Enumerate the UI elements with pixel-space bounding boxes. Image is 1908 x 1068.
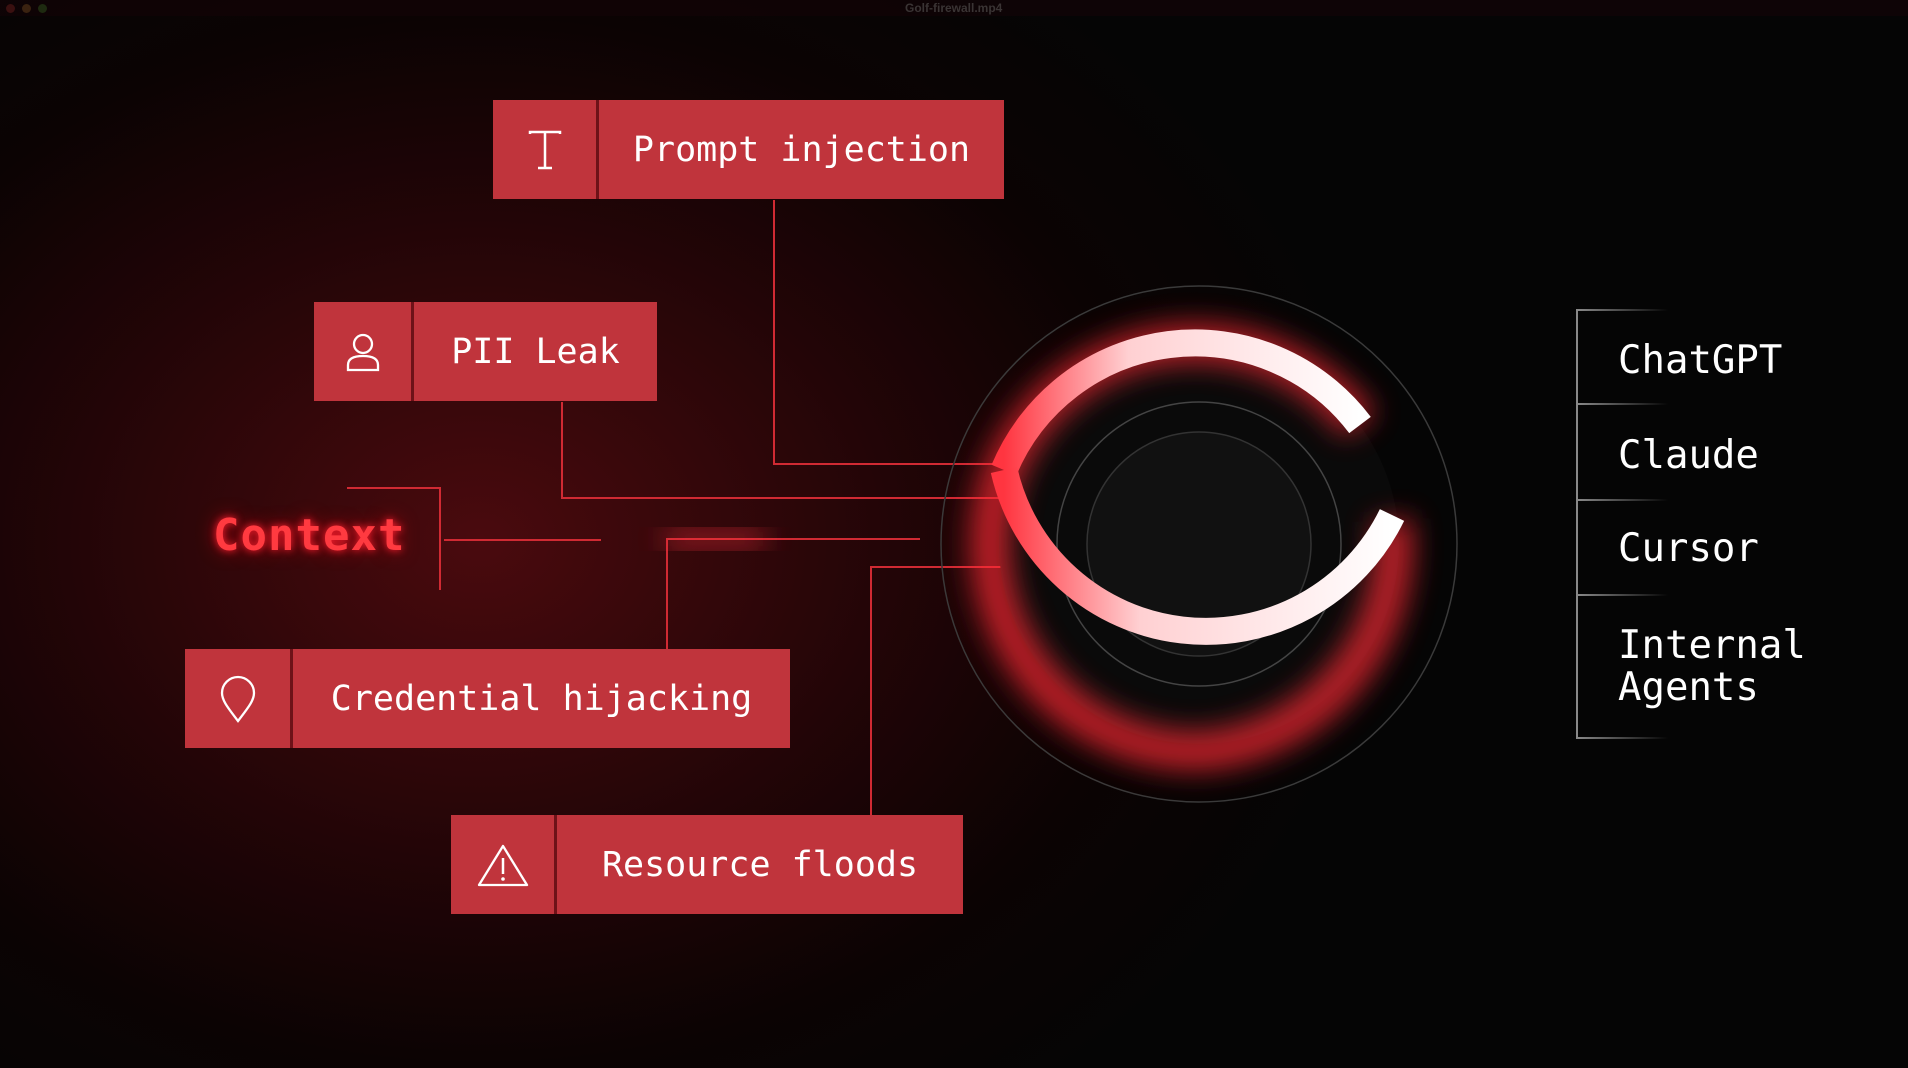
divider <box>1578 403 1668 405</box>
close-window-button[interactable] <box>6 4 15 13</box>
threat-label: Credential hijacking <box>330 678 753 719</box>
threat-label: PII Leak <box>451 331 620 372</box>
target-list: ChatGPT Claude Cursor Internal Agents <box>1576 309 1878 739</box>
connector-prompt-injection <box>773 200 1035 465</box>
user-icon <box>314 302 414 401</box>
target-cursor: Cursor <box>1618 526 1759 571</box>
threat-resource-floods: Resource floods <box>451 815 963 914</box>
firewall-ring <box>940 285 1458 803</box>
target-internal-agents: Internal Agents <box>1618 623 1806 710</box>
location-pin-icon <box>185 649 293 748</box>
threat-label: Resource floods <box>601 844 919 885</box>
glitch-glow <box>665 533 765 545</box>
threat-pii-leak: PII Leak <box>314 302 657 401</box>
context-bracket <box>347 487 441 590</box>
minimize-window-button[interactable] <box>22 4 31 13</box>
connector-credential-hijacking <box>666 538 920 649</box>
target-claude: Claude <box>1618 433 1759 478</box>
warning-icon <box>451 815 557 914</box>
threat-credential-hijacking: Credential hijacking <box>185 649 790 748</box>
divider <box>1578 594 1668 596</box>
connector-pii-leak <box>561 402 1000 499</box>
connector-lines <box>347 200 1035 815</box>
maximize-window-button[interactable] <box>38 4 47 13</box>
context-label: Context <box>213 510 406 561</box>
text-icon <box>493 100 599 199</box>
title-bar: Golf-firewall.mp4 <box>0 0 1908 16</box>
divider <box>1578 737 1668 739</box>
divider <box>1578 309 1668 311</box>
target-chatgpt: ChatGPT <box>1618 338 1783 383</box>
window-title: Golf-firewall.mp4 <box>905 1 1003 15</box>
threat-prompt-injection: Prompt injection <box>493 100 1004 199</box>
threat-label: Prompt injection <box>632 129 971 170</box>
divider <box>1578 499 1668 501</box>
